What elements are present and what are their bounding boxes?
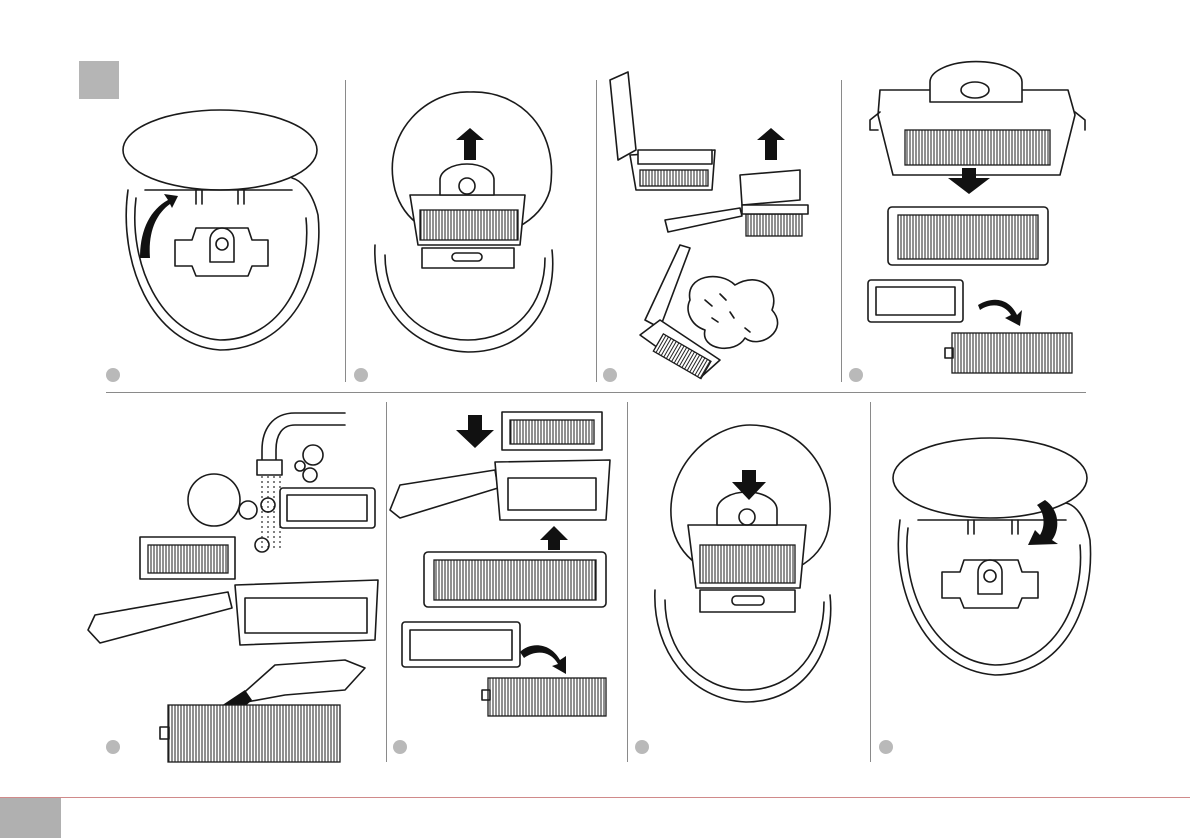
step-1-illustration [123, 110, 319, 350]
step-2-illustration [375, 92, 553, 352]
step-7-illustration [655, 425, 831, 702]
step-4-illustration [868, 62, 1085, 373]
step-3-illustration [610, 72, 808, 379]
step-6-illustration [390, 412, 610, 716]
step-5-illustration [88, 413, 378, 762]
step-8-illustration [893, 438, 1091, 675]
